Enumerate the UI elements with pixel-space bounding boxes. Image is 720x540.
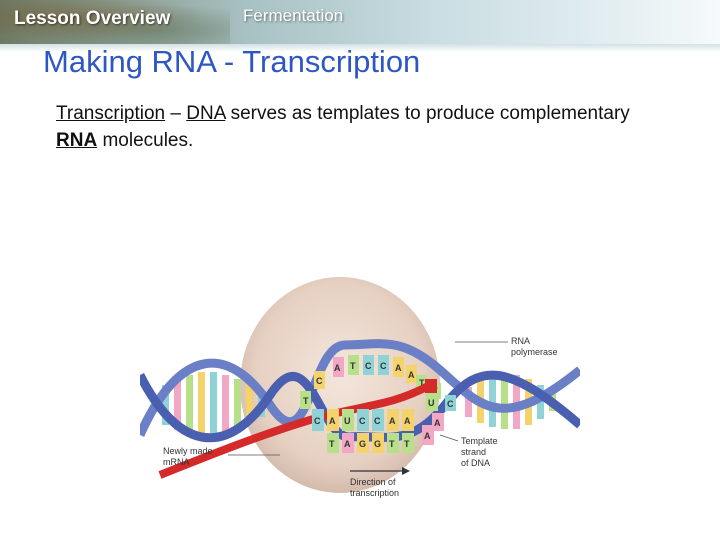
transcription-diagram: A T C C A A T T C C T C A U C C A A U T …: [140, 277, 580, 498]
template-base-4: G: [374, 439, 381, 449]
top-base-2: T: [350, 361, 356, 371]
left-base-box-1: [314, 371, 325, 389]
top-base-4: C: [380, 361, 387, 371]
header-banner: [0, 0, 720, 44]
rna-bases: [312, 393, 438, 431]
left-base-box-2: [300, 391, 311, 409]
template-strand-bases: [327, 413, 444, 453]
template-base-2: A: [344, 439, 351, 449]
template-base-3: G: [359, 439, 366, 449]
template-leader-line: [439, 434, 459, 442]
rna-base-3: U: [344, 416, 351, 426]
mrna-strand: [158, 381, 432, 479]
rna-base-4: C: [359, 416, 366, 426]
label-rna-polymerase-2: polymerase: [511, 347, 558, 357]
definition-dash: –: [165, 103, 187, 124]
header-photo: [0, 0, 230, 44]
template-base-5: T: [389, 439, 395, 449]
label-direction-1: Direction of: [350, 477, 396, 487]
rna-base-1: C: [314, 416, 321, 426]
template-base-6: T: [404, 439, 410, 449]
left-base-2: T: [303, 396, 309, 406]
rna-base-6: A: [389, 416, 396, 426]
template-base-1: T: [329, 439, 335, 449]
header-fade: [0, 44, 720, 52]
label-mrna-2: mRNA: [163, 457, 190, 467]
topic-label: Fermentation: [243, 6, 344, 25]
top-base-9: C: [447, 399, 454, 409]
top-base-7: T: [419, 378, 425, 388]
slide-title: Making RNA - Transcription: [43, 44, 421, 79]
term-dna: DNA: [186, 103, 226, 124]
direction-arrowhead-icon: [402, 467, 410, 475]
definition-text: Transcription – DNA serves as templates …: [56, 100, 656, 154]
definition-end: molecules.: [97, 130, 194, 151]
rna-base-8: U: [428, 398, 435, 408]
label-rna-polymerase-1: RNA: [511, 336, 530, 346]
top-base-1: A: [334, 363, 341, 373]
rna-base-7: A: [404, 416, 411, 426]
top-base-3: C: [365, 361, 372, 371]
lesson-label: Lesson Overview: [14, 8, 171, 29]
label-template-1: Template: [461, 436, 498, 446]
rna-base-2: A: [329, 416, 336, 426]
template-base-8: A: [434, 418, 441, 428]
label-mrna-1: Newly made: [163, 446, 213, 456]
left-base-1: C: [316, 376, 323, 386]
top-base-5: A: [395, 363, 402, 373]
term-transcription: Transcription: [56, 103, 166, 124]
rna-base-5: C: [374, 416, 381, 426]
label-template-3: of DNA: [461, 458, 490, 468]
term-rna: RNA: [56, 130, 98, 151]
rna-polymerase-body: [240, 277, 440, 493]
label-direction-2: transcription: [350, 488, 399, 498]
top-base-6: A: [408, 370, 415, 380]
label-template-2: strand: [461, 447, 486, 457]
definition-middle: serves as templates to produce complemen…: [225, 103, 630, 124]
template-base-7: A: [424, 431, 431, 441]
dna-backbone-top: [140, 339, 580, 437]
mrna-leading-end: [425, 379, 437, 393]
